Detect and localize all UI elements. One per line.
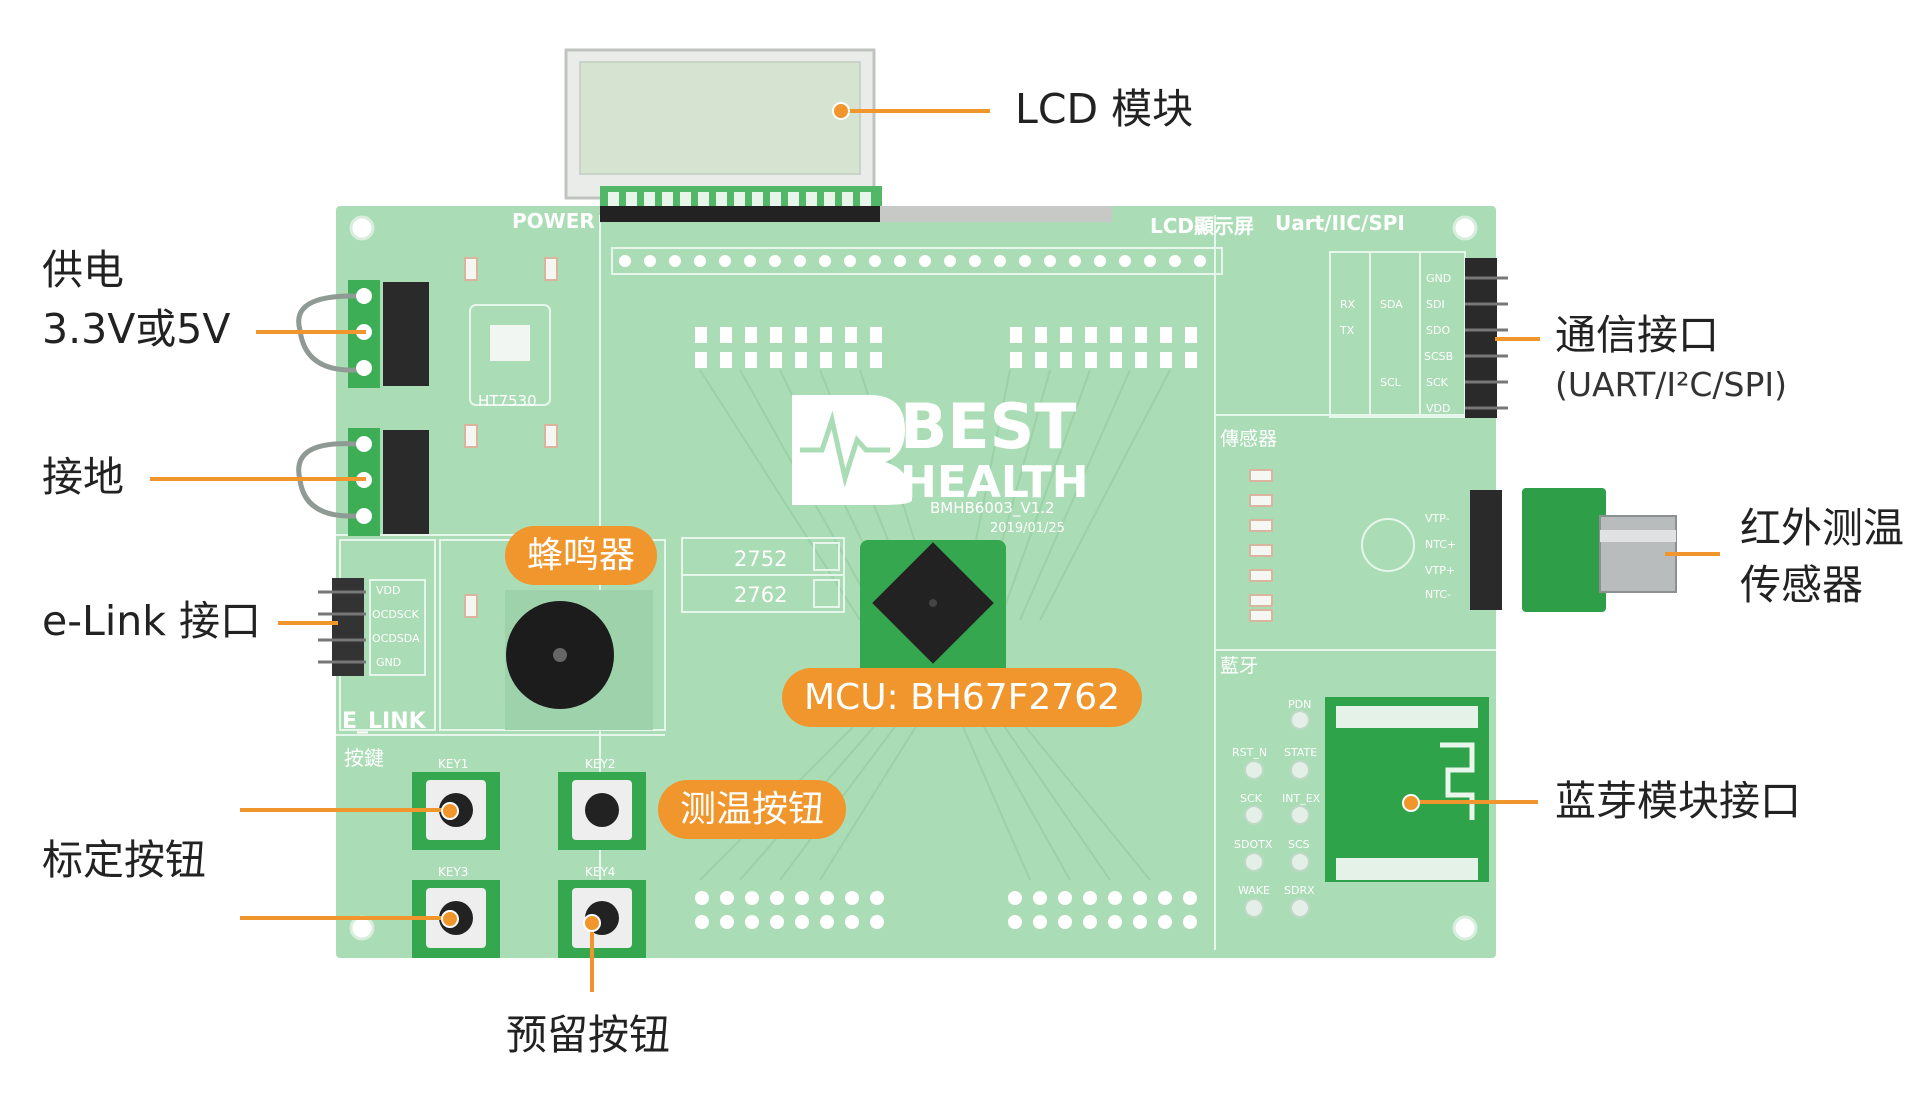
- gnd-header: [383, 430, 429, 534]
- silk-power: POWER: [512, 209, 595, 233]
- header-h1-grey: [880, 206, 1112, 222]
- ntc-pin-ntc-plus: NTC+: [1425, 538, 1456, 551]
- bt-pin-scs: SCS: [1288, 838, 1310, 851]
- label-bt-module: 蓝芽模块接口: [1555, 777, 1801, 825]
- best-health-logo: BEST HEALTH BMHB6003_V1.2 2019/01/25: [792, 390, 1089, 536]
- silk-elink: E_LINK: [342, 709, 427, 734]
- label-elink: e-Link 接口: [42, 597, 262, 645]
- pill-buzzer: 蜂鸣器: [505, 526, 658, 586]
- header-h3: [1008, 891, 1197, 929]
- comm-pin-gnd: GND: [1426, 272, 1451, 285]
- marking-2762: 2762: [734, 583, 787, 607]
- leader-reserve: [590, 926, 594, 992]
- leader-elink: [278, 621, 338, 625]
- comm-pin-sdi: SDI: [1426, 298, 1445, 311]
- label-power-1: 供电: [42, 246, 124, 294]
- ntc-pin-ntc-minus: NTC-: [1425, 588, 1451, 601]
- elink-pin-ocdsda: OCDSDA: [372, 632, 420, 645]
- bt-pin-sdotx: SDOTX: [1234, 838, 1273, 851]
- leader-calib-2: [240, 916, 446, 920]
- comm-pin-scsb: SCSB: [1424, 350, 1453, 363]
- label-comm-interface: 通信接口: [1555, 311, 1719, 359]
- label-comm-protocols: (UART/I²C/SPI): [1555, 365, 1787, 404]
- ir-sensor-can: [1600, 516, 1676, 592]
- leader-reserve-dot: [583, 914, 601, 932]
- pill-mcu: MCU: BH67F2762: [782, 668, 1143, 728]
- pill-measure-button: 测温按钮: [658, 780, 847, 840]
- elink-pin-vdd: VDD: [376, 584, 400, 597]
- leader-bt-dot: [1402, 794, 1420, 812]
- header-h1-black: [600, 206, 880, 222]
- ntc-header: [1470, 490, 1502, 610]
- comm-pin-vdd: VDD: [1426, 402, 1450, 415]
- logo-health: HEALTH: [900, 457, 1089, 508]
- mount-hole-br: [1452, 915, 1478, 941]
- leader-ground: [150, 477, 366, 481]
- label-ir-sensor-1: 红外测温: [1740, 504, 1904, 552]
- elink-pin-gnd: GND: [376, 656, 401, 669]
- comm-iic-sda: SDA: [1380, 298, 1403, 311]
- key3-label: KEY3: [438, 865, 468, 879]
- label-ground: 接地: [42, 453, 124, 501]
- key2-cap: [585, 793, 619, 827]
- header-h6: [695, 891, 884, 929]
- key4-label: KEY4: [585, 865, 615, 879]
- silk-lcd: LCD顯示屏: [1150, 214, 1254, 238]
- leader-lcd-dot: [832, 102, 850, 120]
- bt-pin-sdrx: SDRX: [1284, 884, 1315, 897]
- ntc-pin-vtp-plus: VTP+: [1425, 564, 1455, 577]
- ir-sensor-pcb: [1522, 488, 1606, 612]
- leader-lcd: [840, 109, 990, 113]
- comm-iic-scl: SCL: [1380, 376, 1402, 389]
- bt-pin-int-ex: INT_EX: [1282, 792, 1321, 805]
- comm-pin-sck: SCK: [1426, 376, 1449, 389]
- lcd-glass: [579, 61, 861, 175]
- label-ir-sensor-2: 传感器: [1740, 561, 1863, 609]
- comm-uart-rx: RX: [1340, 298, 1356, 311]
- marking-2752: 2752: [734, 547, 787, 571]
- key1-label: KEY1: [438, 757, 468, 771]
- comm-pin-sdo: SDO: [1426, 324, 1450, 337]
- header-h5: [695, 327, 882, 368]
- key-blocks: [412, 772, 646, 958]
- label-reserve-button: 预留按钮: [506, 1011, 670, 1059]
- logo-best: BEST: [900, 390, 1077, 463]
- silk-keys: 按鍵: [344, 746, 384, 770]
- silk-sensor: 傳感器: [1220, 428, 1277, 450]
- leader-calib-1-dot: [441, 802, 459, 820]
- bt-pin-state: STATE: [1284, 746, 1317, 759]
- ntc-pin-vtp-minus: VTP-: [1425, 512, 1450, 525]
- label-calib-button: 标定按钮: [42, 836, 206, 884]
- leader-calib-2-dot: [441, 910, 459, 928]
- bt-pin-sck: SCK: [1240, 792, 1263, 805]
- board-date: 2019/01/25: [990, 521, 1065, 536]
- leader-ir: [1665, 552, 1720, 556]
- bt-pin-pdn: PDN: [1288, 698, 1311, 711]
- bt-pin-wake: WAKE: [1238, 884, 1270, 897]
- comm-uart-tx: TX: [1339, 324, 1355, 337]
- header-h4: [1010, 327, 1197, 368]
- comm-header: [1465, 258, 1497, 418]
- key2-label: KEY2: [585, 757, 615, 771]
- bt-pin-rst-n: RST_N: [1232, 746, 1267, 759]
- ic-u1-label: HT7530: [478, 392, 537, 410]
- silk-uart: Uart/IIC/SPI: [1275, 211, 1405, 235]
- leader-power: [256, 330, 366, 334]
- label-power-2: 3.3V或5V: [42, 305, 231, 353]
- silk-bt: 藍牙: [1220, 655, 1258, 677]
- mount-hole-tl: [349, 215, 375, 241]
- mount-hole-tr: [1452, 215, 1478, 241]
- label-lcd: LCD 模块: [1015, 85, 1194, 133]
- elink-header: [332, 578, 364, 676]
- leader-calib-1: [240, 808, 446, 812]
- power-header: [383, 282, 429, 386]
- leader-bt: [1412, 800, 1538, 804]
- mount-hole-bl: [349, 915, 375, 941]
- leader-comm: [1495, 337, 1540, 341]
- board-model: BMHB6003_V1.2: [930, 499, 1055, 518]
- elink-pin-ocdsck: OCDSCK: [372, 608, 419, 621]
